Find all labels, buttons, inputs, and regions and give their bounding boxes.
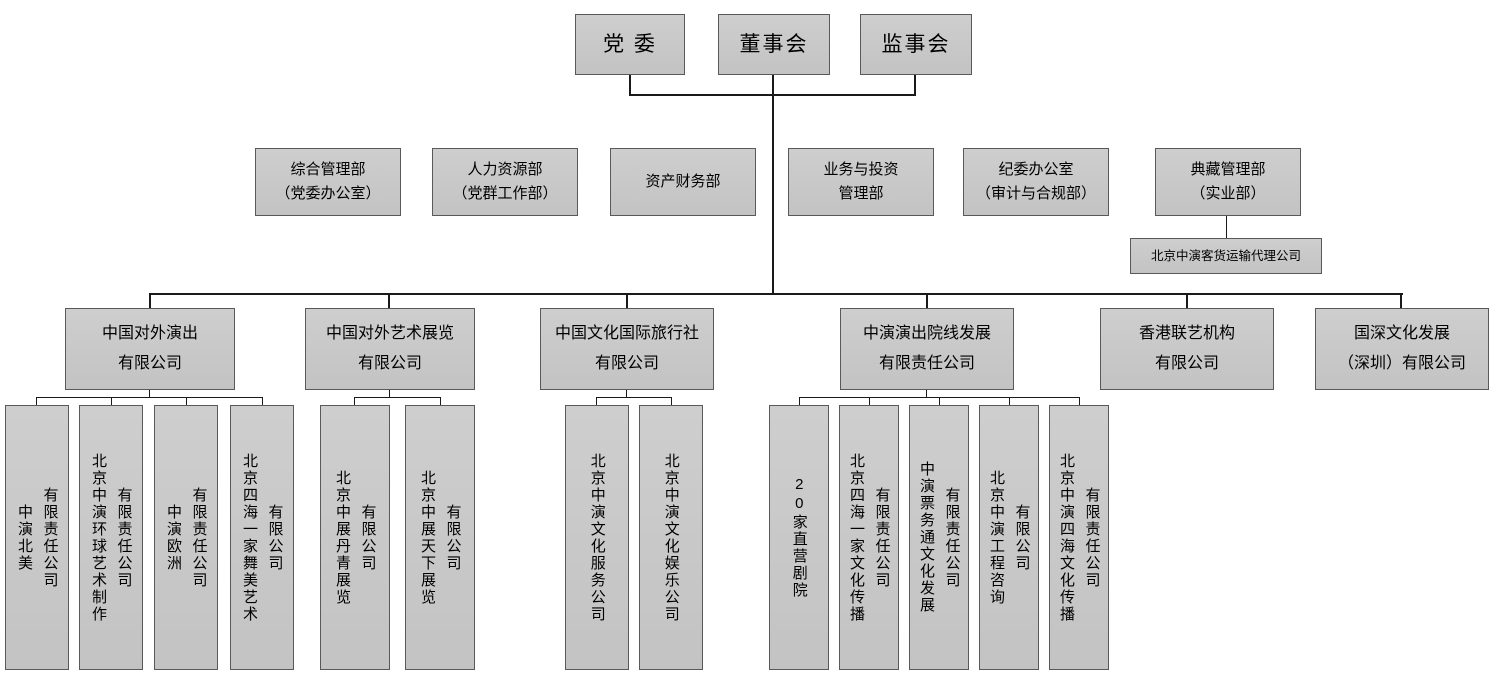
node-china-culture-travel-co: 中国文化国际旅行社 有限公司	[540, 308, 714, 390]
connector-line	[388, 293, 390, 308]
connector-line	[1400, 293, 1402, 308]
connector-line	[1079, 397, 1080, 405]
connector-line	[626, 293, 628, 308]
node-label: 董事会	[739, 32, 809, 56]
connector-line	[772, 75, 774, 295]
subsidiary-child-node: 北京中展天下展览 有限公司	[405, 405, 475, 670]
node-label: 北京中演工程咨询 有限公司	[988, 469, 1031, 606]
connector-line	[36, 397, 263, 398]
subsidiary-child-node: 北京四海一家文化传播 有限责任公司	[839, 405, 899, 670]
connector-line	[629, 75, 631, 96]
node-label: 中演票务通文化发展 有限责任公司	[918, 461, 961, 614]
node-transport-agency: 北京中演客货运输代理公司	[1130, 238, 1322, 274]
node-label: 北京中演客货运输代理公司	[1150, 248, 1301, 263]
node-label: 典藏管理部 （实业部）	[1190, 161, 1266, 202]
node-label: 综合管理部 （党委办公室）	[275, 161, 381, 202]
connector-line	[262, 397, 263, 405]
connector-line	[926, 293, 928, 308]
node-label: 业务与投资 管理部	[823, 161, 899, 202]
subsidiary-child-node: 中演北美 有限责任公司	[5, 405, 69, 670]
connector-line	[1226, 216, 1227, 238]
connector-line	[1009, 397, 1010, 405]
subsidiary-child-node: 北京中演环球艺术制作 有限责任公司	[79, 405, 143, 670]
connector-line	[440, 397, 441, 405]
node-label: 香港联艺机构 有限公司	[1138, 325, 1235, 372]
node-label: 中演欧洲 有限责任公司	[165, 486, 208, 589]
subsidiary-child-node: 北京中演工程咨询 有限公司	[979, 405, 1039, 670]
node-label: 资产财务部	[645, 173, 721, 190]
node-party-committee: 党 委	[575, 14, 685, 75]
node-label: 中国文化国际旅行社 有限公司	[554, 325, 699, 372]
node-dept-collection-management: 典藏管理部 （实业部）	[1155, 148, 1301, 216]
node-label: 北京中展丹青展览 有限公司	[334, 469, 377, 606]
subsidiary-child-node: 北京中演文化服务公司	[565, 405, 629, 670]
subsidiary-child-node: 20家直营剧院	[769, 405, 829, 670]
node-label: 国深文化发展 （深圳）有限公司	[1337, 325, 1466, 372]
connector-line	[939, 397, 940, 405]
node-label: 北京四海一家舞美艺术 有限公司	[241, 452, 284, 623]
node-china-art-exhibition-co: 中国对外艺术展览 有限公司	[305, 308, 475, 390]
node-label: 20家直营剧院	[790, 476, 808, 599]
node-label: 北京中演四海文化传播 有限责任公司	[1058, 452, 1101, 623]
node-label: 北京四海一家文化传播 有限责任公司	[848, 452, 891, 623]
subsidiary-child-node: 北京中演文化娱乐公司	[639, 405, 703, 670]
node-label: 北京中演文化服务公司	[588, 452, 606, 623]
node-label: 人力资源部 （党群工作部）	[452, 161, 558, 202]
connector-line	[389, 390, 390, 398]
node-dept-human-resources: 人力资源部 （党群工作部）	[432, 148, 578, 216]
node-dept-general-admin: 综合管理部 （党委办公室）	[255, 148, 401, 216]
node-hk-lianyi-co: 香港联艺机构 有限公司	[1100, 308, 1274, 390]
connector-line	[671, 397, 672, 405]
connector-line	[186, 397, 187, 405]
subsidiary-child-node: 中演欧洲 有限责任公司	[154, 405, 218, 670]
node-china-performance-co: 中国对外演出 有限公司	[65, 308, 235, 390]
connector-line	[596, 397, 672, 398]
node-label: 北京中演文化娱乐公司	[662, 452, 680, 623]
node-label: 党 委	[603, 32, 657, 56]
node-dept-asset-finance: 资产财务部	[610, 148, 756, 216]
subsidiary-child-node: 中演票务通文化发展 有限责任公司	[909, 405, 969, 670]
node-label: 中国对外演出 有限公司	[101, 325, 198, 372]
node-dept-business-investment: 业务与投资 管理部	[788, 148, 934, 216]
node-theatre-line-development-co: 中演演出院线发展 有限责任公司	[840, 308, 1014, 390]
connector-line	[1186, 293, 1188, 308]
connector-line	[354, 397, 355, 405]
node-label: 北京中演环球艺术制作 有限责任公司	[90, 452, 133, 623]
node-label: 纪委办公室 （审计与合规部）	[975, 161, 1096, 202]
node-supervisory-board: 监事会	[860, 14, 972, 75]
subsidiary-child-node: 北京中演四海文化传播 有限责任公司	[1049, 405, 1109, 670]
connector-line	[149, 390, 150, 398]
subsidiary-child-node: 北京中展丹青展览 有限公司	[320, 405, 390, 670]
connector-line	[36, 397, 37, 405]
connector-line	[354, 397, 441, 398]
connector-line	[626, 390, 627, 398]
node-label: 中演演出院线发展 有限责任公司	[862, 325, 991, 372]
node-label: 中演北美 有限责任公司	[16, 486, 59, 589]
connector-line	[799, 397, 800, 405]
node-dept-discipline-office: 纪委办公室 （审计与合规部）	[963, 148, 1109, 216]
node-guoshen-shenzhen-co: 国深文化发展 （深圳）有限公司	[1315, 308, 1489, 390]
node-label: 中国对外艺术展览 有限公司	[325, 325, 454, 372]
node-label: 北京中展天下展览 有限公司	[419, 469, 462, 606]
connector-line	[149, 293, 1403, 295]
connector-line	[914, 75, 916, 96]
connector-line	[149, 293, 151, 308]
connector-line	[926, 390, 927, 398]
node-board-of-directors: 董事会	[718, 14, 830, 75]
subsidiary-child-node: 北京四海一家舞美艺术 有限公司	[230, 405, 294, 670]
connector-line	[596, 397, 597, 405]
node-label: 监事会	[881, 32, 951, 56]
connector-line	[869, 397, 870, 405]
connector-line	[111, 397, 112, 405]
